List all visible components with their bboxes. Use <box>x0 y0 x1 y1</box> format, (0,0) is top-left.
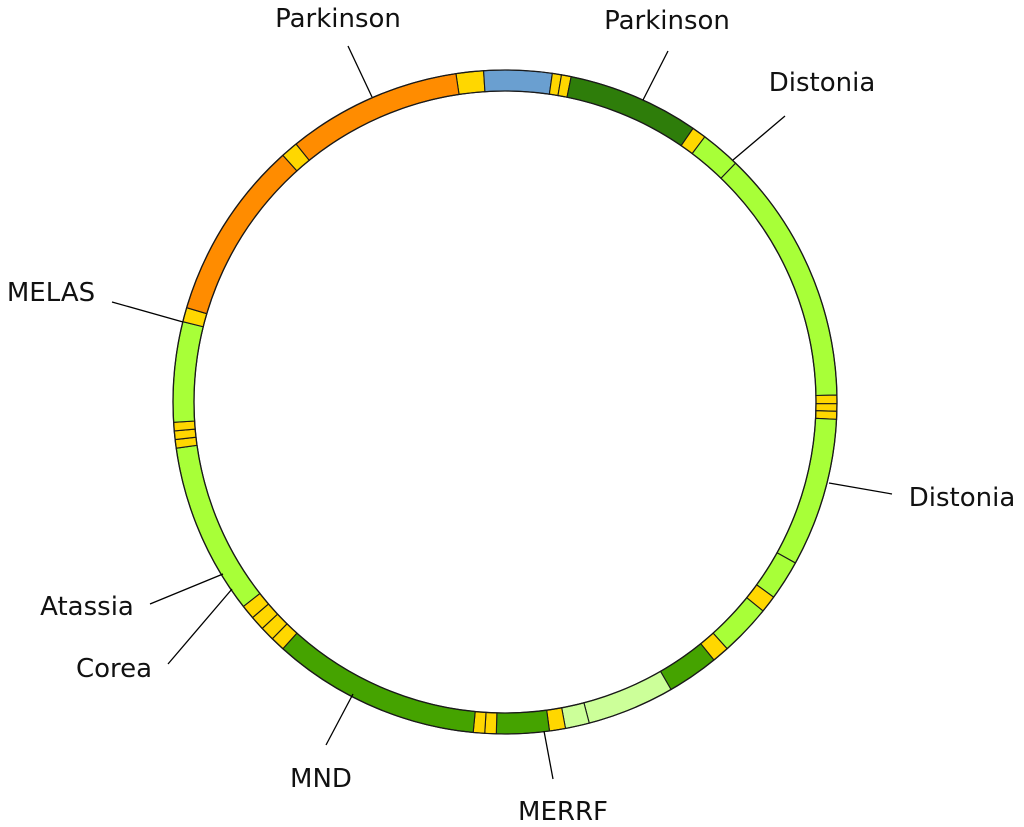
ring-segment-33 <box>172 321 204 423</box>
leader-mnd <box>325 693 354 746</box>
leader-atassia <box>149 573 224 605</box>
label-merrf: MERRF <box>518 797 608 827</box>
label-melas: MELAS <box>7 278 95 308</box>
ring-segment-1 <box>455 70 486 96</box>
leader-parkinson-right <box>642 50 669 101</box>
label-distonia-top: Distonia <box>769 68 876 98</box>
labels: Parkinson Parkinson Distonia MELAS Disto… <box>7 4 1015 827</box>
label-mnd: MND <box>290 764 352 794</box>
leader-corea <box>167 588 233 665</box>
ring-segment-5 <box>566 76 694 147</box>
leader-distonia-right <box>828 482 893 495</box>
ring-segment-21 <box>495 709 551 735</box>
leader-melas <box>111 301 184 323</box>
ring <box>172 69 838 735</box>
ring-inner-edge <box>193 90 817 714</box>
ring-segment-35 <box>185 154 298 315</box>
leader-parkinson-left <box>347 45 373 98</box>
ring-segment-8 <box>720 162 838 397</box>
ring-segment-22 <box>484 711 498 735</box>
ring-segment-37 <box>295 73 460 162</box>
ring-outer-edge <box>172 69 838 735</box>
label-parkinson-left: Parkinson <box>275 4 401 34</box>
leader-distonia-top <box>732 115 786 161</box>
ring-segment-29 <box>175 444 261 608</box>
label-corea: Corea <box>76 654 152 684</box>
leader-lines <box>111 45 893 780</box>
label-distonia-right: Distonia <box>909 483 1016 513</box>
leader-merrf <box>543 730 554 780</box>
ring-segment-10 <box>815 403 838 412</box>
label-parkinson-right: Parkinson <box>604 6 730 36</box>
ring-segment-9 <box>815 394 838 405</box>
ring-segment-24 <box>282 632 476 734</box>
label-atassia: Atassia <box>40 592 134 622</box>
